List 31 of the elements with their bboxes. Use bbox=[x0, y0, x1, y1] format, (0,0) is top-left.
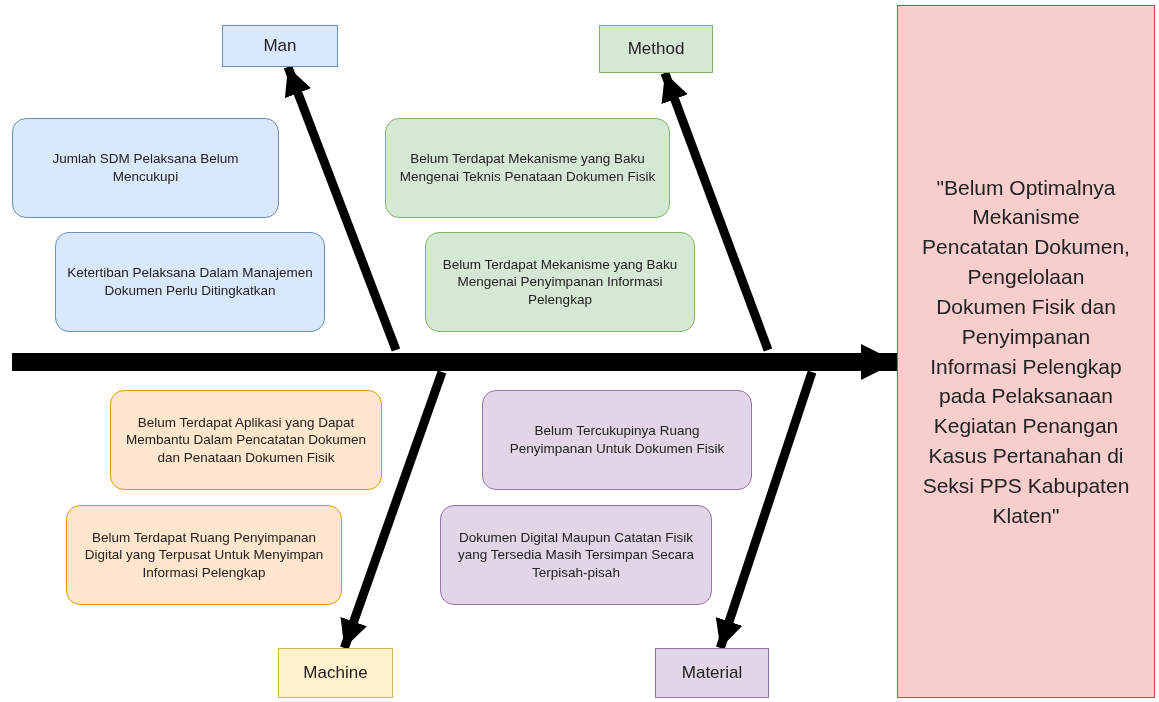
cause-box bbox=[66, 505, 342, 605]
arrow bbox=[340, 370, 447, 650]
arrow bbox=[283, 65, 401, 352]
problem-box bbox=[897, 5, 1155, 698]
arrow bbox=[660, 71, 773, 352]
category-box bbox=[655, 648, 769, 698]
arrow bbox=[12, 344, 897, 380]
node-text: Machine bbox=[303, 661, 368, 684]
cause-box bbox=[440, 505, 712, 605]
node-text: Man bbox=[263, 34, 297, 57]
category-box bbox=[599, 25, 713, 73]
cause-box bbox=[482, 390, 752, 490]
arrow bbox=[715, 370, 817, 650]
node-text: Belum Terdapat Aplikasi yang Dapat Membantu Dalam Pencatatan Dokumen dan Penataan Dokumen Fisik bbox=[124, 413, 368, 467]
node-text: Dokumen Digital Maupun Catatan Fisik yang Tersedia Masih Tersimpan Secara Terpisah-pisah bbox=[457, 528, 695, 582]
cause-box bbox=[425, 232, 695, 332]
category-box bbox=[222, 25, 338, 67]
cause-box bbox=[385, 118, 670, 218]
node-text: Material bbox=[681, 661, 743, 684]
node-text: Belum Terdapat Mekanisme yang Baku Mengenai Teknis Penataan Dokumen Fisik bbox=[398, 150, 657, 186]
node-text: Belum Terdapat Mekanisme yang Baku Mengenai Penyimpanan Informasi Pelengkap bbox=[441, 255, 679, 309]
node-text: Belum Terdapat Ruang Penyimpanan Digital yang Terpusat Untuk Menyimpan Informasi Pelengkap bbox=[83, 528, 325, 582]
node-text: Method bbox=[627, 37, 685, 60]
cause-box bbox=[55, 232, 325, 332]
node-text: Belum Tercukupinya Ruang Penyimpanan Untuk Dokumen Fisik bbox=[508, 422, 726, 458]
category-box bbox=[278, 648, 393, 698]
cause-box bbox=[110, 390, 382, 490]
node-text: Jumlah SDM Pelaksana Belum Mencukupi bbox=[51, 150, 240, 186]
node-text: "Belum Optimalnya Mekanisme Pencatatan Dokumen, Pengelolaan Dokumen Fisik dan Penyimpanan Informasi Pelengkap pada Pelaksanaan Kegiatan Penangan Kasus Pertanahan di Seksi PPS Kabupaten Klaten" bbox=[921, 174, 1131, 529]
cause-box bbox=[12, 118, 279, 218]
node-text: Ketertiban Pelaksana Dalam Manajemen Dokumen Perlu Ditingkatkan bbox=[66, 264, 314, 300]
